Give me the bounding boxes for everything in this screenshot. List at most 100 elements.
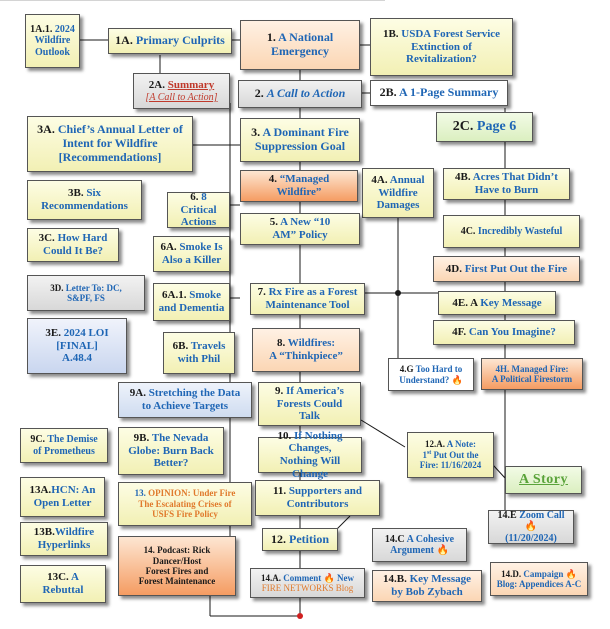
box-4e-key-message[interactable]: 4E. A Key Message <box>438 291 556 315</box>
box-3a-chiefs-annual-letter[interactable]: 3A. Chief’s Annual Letter of Intent for … <box>27 116 193 172</box>
box-number: 14.A. <box>261 572 282 583</box>
box-label: Wildfire <box>54 526 95 539</box>
box-1a1-wildfire-outlook[interactable]: 1A.1. 2024 Wildfire Outlook <box>25 14 80 68</box>
box-2b-one-page-summary[interactable]: 2B. A 1-Page Summary <box>370 80 508 106</box>
box-1-national-emergency[interactable]: 1. A National Emergency <box>240 20 360 70</box>
box-number: 4D. <box>445 262 462 275</box>
box-4b-acres-that-didnt-have-to-burn[interactable]: 4B. Acres That Didn’t Have to Burn <box>443 168 570 200</box>
box-label: How Hard <box>57 232 108 245</box>
box-label: Outlook <box>34 46 70 58</box>
box-label: Emergency <box>271 44 329 58</box>
box-13a-hcn-open-letter[interactable]: 13A.HCN: An Open Letter <box>20 477 105 517</box>
box-number: 4.G <box>399 364 414 375</box>
box-12a-a-note-first-put-out-the-fire[interactable]: 12.A. A Note: 1st Put Out the Fire: 11/1… <box>407 432 494 478</box>
box-3e-2024-loi-final[interactable]: 3E. 2024 LOI [FINAL] A.48.4 <box>27 318 127 374</box>
box-6b-travels-with-phil[interactable]: 6B. Travels with Phil <box>163 332 235 374</box>
box-label: Rebuttal <box>42 584 84 596</box>
box-number: 3A. <box>37 122 55 137</box>
box-2a-summary[interactable]: 2A. Summary [A Call to Action] <box>133 73 230 109</box>
flame-icon: 🔥 <box>524 521 538 533</box>
box-number: 9. <box>275 385 284 398</box>
box-label: The Escalating Crises of <box>138 498 232 509</box>
box-label: A National <box>278 30 334 45</box>
box-number: 2B. <box>379 85 397 100</box>
box-label: Smoke <box>189 289 221 302</box>
box-label: (11/20/2024) <box>505 532 557 544</box>
box-label: Six <box>86 187 102 200</box>
box-13-opinion-under-fire[interactable]: 13. OPINION: Under Fire The Escalating C… <box>118 482 252 526</box>
box-14e-zoom-call[interactable]: 14.E Zoom Call 🔥 (11/20/2024) <box>488 510 574 544</box>
box-1b-usda-forest-service[interactable]: 1B. USDA Forest Service Extinction of Re… <box>370 18 513 76</box>
box-9b-nevada-globe-burn-back-better[interactable]: 9B. The Nevada Globe: Burn Back Better? <box>118 427 224 475</box>
box-number: 1A. <box>115 33 133 48</box>
box-label: Could It Be? <box>43 245 103 257</box>
box-13c-a-rebuttal[interactable]: 13C. A Rebuttal <box>20 565 106 603</box>
box-14d-campaign-blog-appendices[interactable]: 14.D. Campaign 🔥 Blog: Appendices A-C <box>490 562 588 596</box>
box-3d-letter-to-dc[interactable]: 3D. Letter To: DC, S&PF, FS <box>27 275 145 311</box>
box-number: 1. <box>266 30 276 45</box>
box-label: Podcast: Rick <box>157 545 211 556</box>
box-label: A Political Firestorm <box>491 374 573 384</box>
box-14a-comment-new-fire-networks-blog[interactable]: 14.A. Comment 🔥 New FIRE NETWORKS Blog <box>250 568 365 598</box>
box-2c-page-6[interactable]: 2C. Page 6 <box>436 112 533 142</box>
box-label: If Nothing Changes, <box>288 429 343 455</box>
box-label: A.48.4 <box>62 352 92 365</box>
box-3-dominant-fire-suppression-goal[interactable]: 3. A Dominant Fire Suppression Goal <box>240 118 360 162</box>
box-label: The Nevada <box>151 432 209 445</box>
box-label: Actions <box>180 216 217 229</box>
box-11-supporters-and-contributors[interactable]: 11. Supporters and Contributors <box>255 480 380 516</box>
box-label: Fire: 11/16/2024 <box>419 460 482 471</box>
box-4d-first-put-out-the-fire[interactable]: 4D. First Put Out the Fire <box>433 256 580 282</box>
box-number: 12. <box>271 531 286 546</box>
box-3b-six-recommendations[interactable]: 3B. Six Recommendations <box>27 180 142 220</box>
box-7-rx-fire-forest-maintenance-tool[interactable]: 7. Rx Fire as a Forest Maintenance Tool <box>250 283 365 315</box>
box-label: Too Hard to <box>415 364 463 375</box>
box-number: 4C. <box>460 225 476 237</box>
box-4f-can-you-imagine[interactable]: 4F. Can You Imagine? <box>433 320 575 345</box>
box-6a-smoke-is-also-a-killer[interactable]: 6A. Smoke Is Also a Killer <box>153 236 230 272</box>
box-label: Acres That Didn’t <box>472 171 558 184</box>
box-4a-annual-wildfire-damages[interactable]: 4A. Annual Wildfire Damages <box>362 168 434 218</box>
box-label: [FINAL] <box>56 339 98 352</box>
box-label: A Call to Action <box>266 86 346 101</box>
box-label: [Recommendations] <box>58 149 162 164</box>
box-label: Key Message <box>480 296 542 309</box>
box-13b-wildfire-hyperlinks[interactable]: 13B.Wildfire Hyperlinks <box>20 522 108 556</box>
box-8-wildfires-thinkpiece[interactable]: 8. Wildfires: A “Thinkpiece” <box>252 328 360 372</box>
box-label: The Demise <box>47 434 98 445</box>
box-4g-too-hard-to-understand[interactable]: 4.G Too Hard to Understand? 🔥 <box>388 358 474 391</box>
box-number: 6B. <box>172 340 189 353</box>
box-9c-demise-of-prometheus[interactable]: 9C. The Demise of Prometheus <box>20 428 108 463</box>
box-9a-stretching-the-data[interactable]: 9A. Stretching the Data to Achieve Targe… <box>118 382 252 418</box>
box-label: 8 Critical <box>180 191 217 216</box>
box-4-managed-wildfire[interactable]: 4. “Managed Wildfire” <box>240 170 358 202</box>
box-6a1-smoke-and-dementia[interactable]: 6A.1. Smoke and Dementia <box>153 283 230 321</box>
box-6-eight-critical-actions[interactable]: 6. 8 Critical Actions <box>167 191 230 229</box>
box-14b-key-message-bob-zybach[interactable]: 14.B. Key Message by Bob Zybach <box>372 570 482 602</box>
box-number: 6A. <box>160 241 177 254</box>
box-4h-managed-fire-political-firestorm[interactable]: 4H. Managed Fire: A Political Firestorm <box>481 358 583 390</box>
box-label: Forest Fires and <box>145 566 209 576</box>
box-label: Supporters and <box>288 485 362 498</box>
box-2-call-to-action[interactable]: 2. A Call to Action <box>238 80 362 108</box>
box-label: Open Letter <box>33 497 92 509</box>
box-number: 4F. <box>452 326 467 339</box>
box-10-if-nothing-changes[interactable]: 10. If Nothing Changes, Nothing Will Cha… <box>258 430 362 480</box>
box-9-if-americas-forests-could-talk[interactable]: 9. If America’s Forests Could Talk <box>258 382 361 426</box>
box-label: 1 <box>422 449 427 460</box>
box-14c-cohesive-argument[interactable]: 14.C A Cohesive Argument 🔥 <box>372 528 467 562</box>
box-label: A Story <box>519 471 568 487</box>
box-14-podcast-rick-dancer[interactable]: 14. Podcast: Rick Dancer/Host Forest Fir… <box>118 536 236 596</box>
box-3c-how-hard-could-it-be[interactable]: 3C. How Hard Could It Be? <box>27 228 119 262</box>
box-number: 14.D. <box>501 568 522 579</box>
box-label: Zoom Call <box>519 509 565 521</box>
box-label: of Prometheus <box>33 445 95 457</box>
box-number: 9C. <box>30 434 46 445</box>
box-a-story[interactable]: A Story <box>505 466 582 494</box>
box-5-new-10-am-policy[interactable]: 5. A New “10 AM” Policy <box>240 213 360 245</box>
box-label: Rx Fire as a Forest <box>268 286 358 299</box>
box-12-petition[interactable]: 12. Petition <box>262 528 338 551</box>
box-4c-incredibly-wasteful[interactable]: 4C. Incredibly Wasteful <box>443 215 580 248</box>
box-1a-primary-culprits[interactable]: 1A. Primary Culprits <box>108 28 232 54</box>
box-label: Dancer/Host <box>152 555 202 566</box>
